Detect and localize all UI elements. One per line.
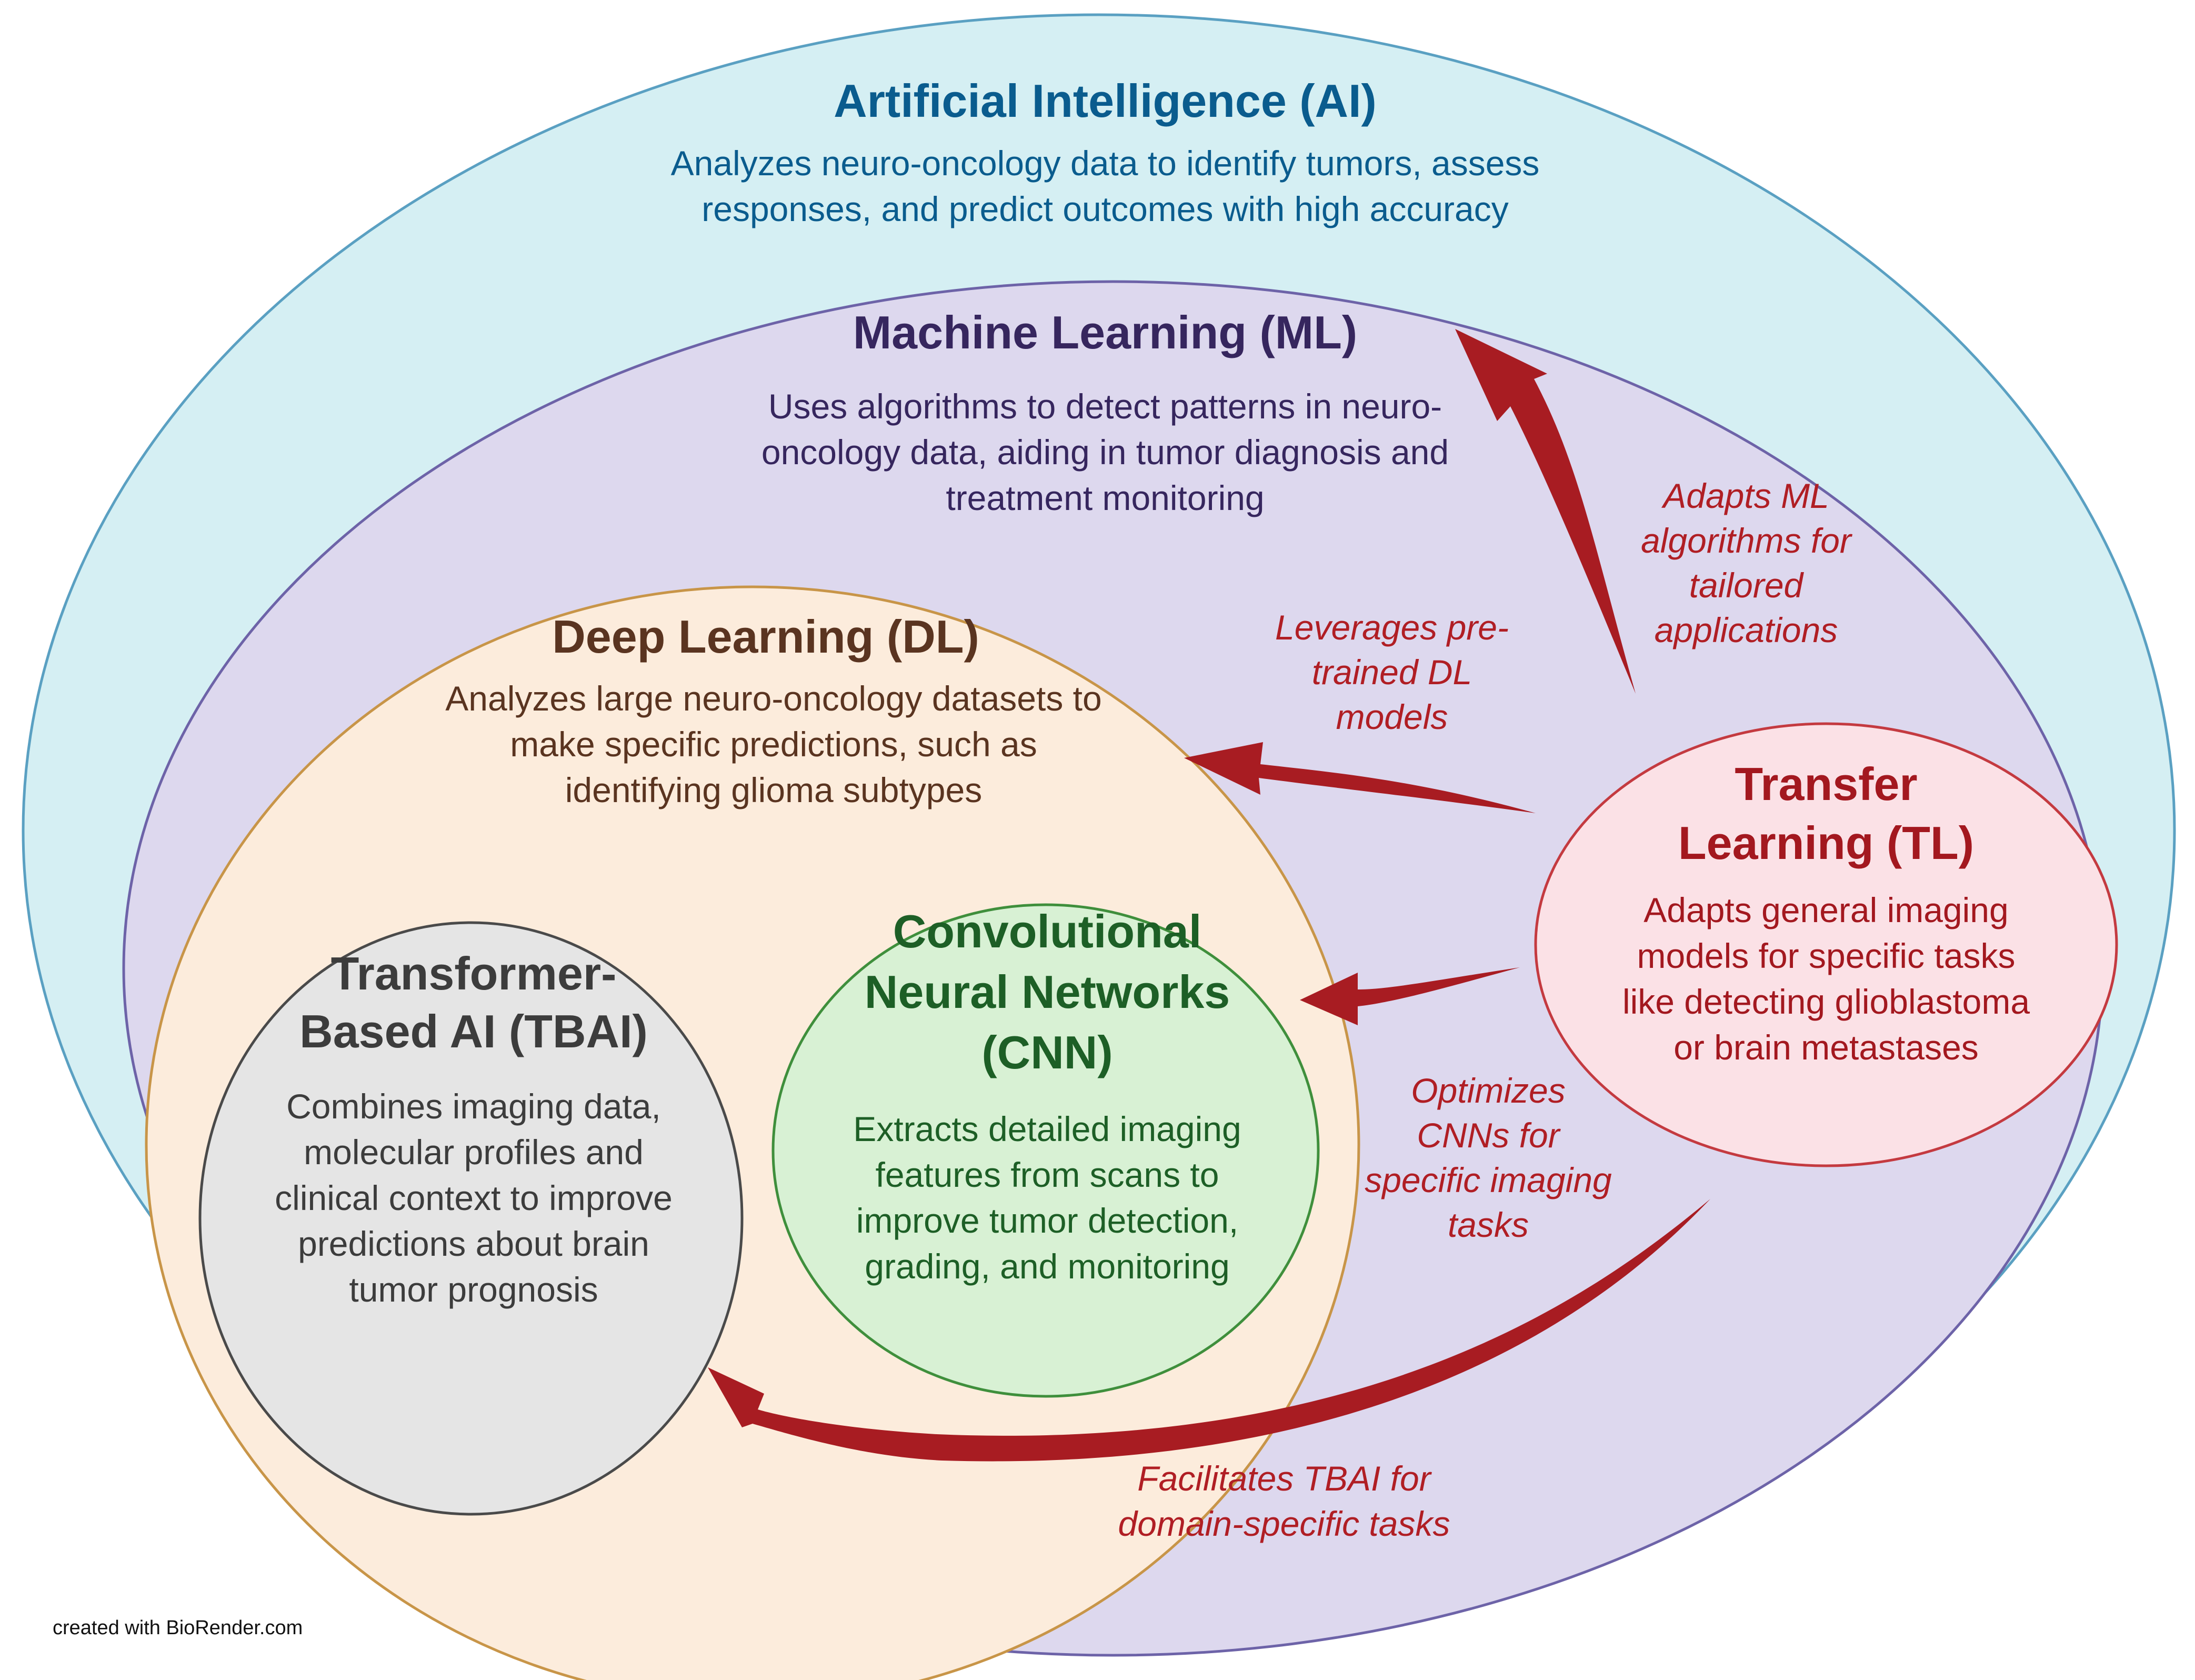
annotation-to-cnn-line-2: CNNs for	[1417, 1116, 1561, 1155]
ai-desc-line-2: responses, and predict outcomes with hig…	[701, 189, 1508, 228]
cnn-title-line-3: (CNN)	[981, 1026, 1112, 1078]
ai-title: Artificial Intelligence (AI)	[834, 75, 1377, 127]
annotation-to-cnn-line-1: Optimizes	[1411, 1071, 1565, 1110]
tbai-desc-line-4: predictions about brain	[298, 1224, 649, 1263]
tl-desc-line-2: models for specific tasks	[1637, 936, 2016, 975]
arrows	[708, 329, 1710, 1462]
tl-title-line-1: Transfer	[1735, 758, 1917, 810]
tbai-desc-line-1: Combines imaging data,	[286, 1087, 661, 1126]
tbai-circle	[198, 921, 744, 1516]
tbai-desc-line-3: clinical context to improve	[275, 1178, 673, 1217]
tl-title-line-2: Learning (TL)	[1678, 817, 1974, 869]
tl-ellipse	[1534, 722, 2118, 1167]
cnn-title-line-1: Convolutional	[893, 905, 1202, 957]
annotation-to-dl-line-1: Leverages pre-	[1275, 608, 1509, 647]
annotation-to-dl-line-3: models	[1336, 697, 1448, 736]
annotation-to-cnn-line-3: specific imaging	[1365, 1161, 1612, 1199]
ml-title: Machine Learning (ML)	[853, 306, 1357, 358]
cnn-desc-line-3: improve tumor detection,	[856, 1201, 1238, 1240]
annotation-to-tbai-line-2: domain-specific tasks	[1118, 1504, 1450, 1543]
annotation-to-ml-line-2: algorithms for	[1641, 521, 1853, 560]
tbai-desc-line-5: tumor prognosis	[349, 1270, 598, 1309]
tl-desc-line-3: like detecting glioblastoma	[1622, 982, 2030, 1021]
arrow-tl-to-ml	[1455, 329, 1636, 694]
tbai-title-line-1: Transformer-	[331, 947, 617, 999]
dl-title: Deep Learning (DL)	[552, 611, 979, 663]
cnn-desc-line-2: features from scans to	[876, 1155, 1219, 1194]
annotation-to-dl-line-2: trained DL	[1312, 653, 1472, 692]
annotation-to-cnn-line-4: tasks	[1448, 1205, 1529, 1244]
cnn-circle	[771, 903, 1320, 1398]
annotation-to-tbai-line-1: Facilitates TBAI for	[1137, 1459, 1432, 1498]
cnn-desc-line-4: grading, and monitoring	[865, 1247, 1229, 1286]
tbai-title-line-2: Based AI (TBAI)	[299, 1005, 648, 1057]
ml-desc-line-3: treatment monitoring	[946, 478, 1264, 517]
dl-desc-line-3: identifying glioma subtypes	[565, 771, 982, 809]
annotation-to-ml-line-1: Adapts ML	[1661, 476, 1829, 515]
tl-desc-line-1: Adapts general imaging	[1643, 891, 2008, 929]
credit-label: created with BioRender.com	[53, 1617, 303, 1639]
arrow-tl-to-tbai	[708, 1199, 1710, 1462]
ml-desc-line-2: oncology data, aiding in tumor diagnosis…	[761, 433, 1449, 472]
annotation-to-ml-line-4: applications	[1655, 611, 1838, 649]
arrow-tl-to-dl	[1184, 742, 1536, 813]
arrow-tl-to-cnn	[1300, 967, 1520, 1025]
tl-desc-line-4: or brain metastases	[1673, 1028, 1979, 1067]
cnn-title-line-2: Neural Networks	[865, 966, 1230, 1018]
cnn-desc-line-1: Extracts detailed imaging	[853, 1109, 1241, 1148]
tbai-desc-line-2: molecular profiles and	[304, 1133, 644, 1172]
annotation-to-ml-line-3: tailored	[1689, 566, 1805, 605]
ai-desc-line-1: Analyzes neuro-oncology data to identify…	[671, 144, 1540, 183]
dl-desc-line-1: Analyzes large neuro-oncology datasets t…	[445, 679, 1101, 718]
ml-desc-line-1: Uses algorithms to detect patterns in ne…	[768, 387, 1442, 426]
dl-desc-line-2: make specific predictions, such as	[510, 725, 1037, 764]
